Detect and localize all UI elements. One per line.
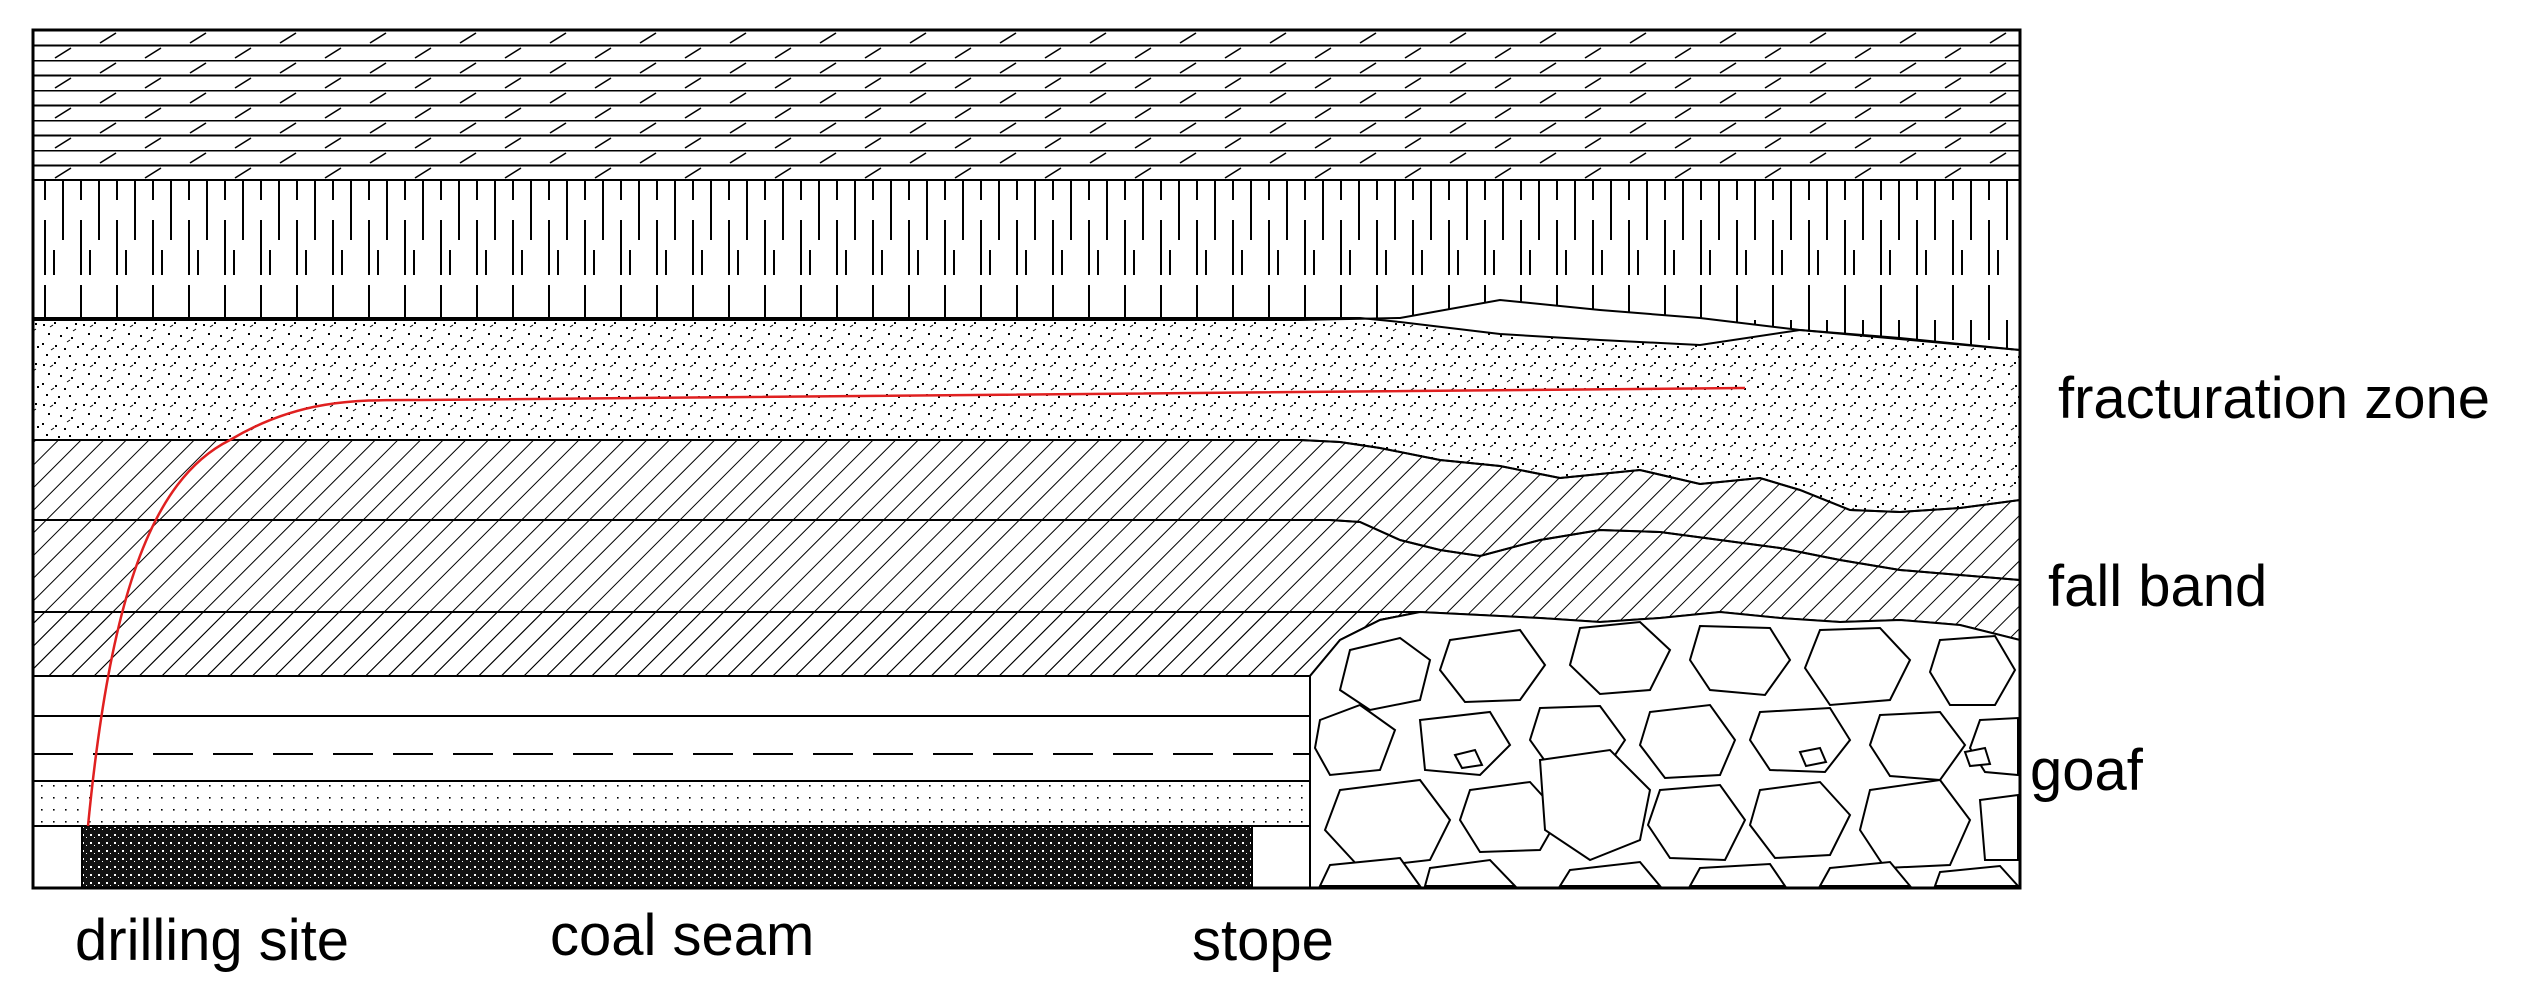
- coal-seam-block: [81, 825, 1253, 889]
- immediate-roof-layer: [32, 611, 1421, 677]
- label-drilling-site: drilling site: [75, 908, 349, 973]
- top-strata-layer: [32, 29, 2021, 181]
- label-fracturation-zone: fracturation zone: [2058, 366, 2490, 431]
- label-coal-seam: coal seam: [550, 903, 814, 968]
- label-goaf: goaf: [2030, 738, 2144, 803]
- goaf-rocks: [1313, 620, 2021, 887]
- face-roof-strip: [32, 675, 1311, 717]
- label-stope: stope: [1192, 908, 1334, 973]
- borehole-trajectory: [86, 386, 1746, 827]
- diagram-frame: [31, 28, 2022, 890]
- face-strip-2: [32, 715, 1311, 782]
- face-dotted-strip: [32, 780, 1311, 827]
- label-fall-band: fall band: [2048, 554, 2267, 619]
